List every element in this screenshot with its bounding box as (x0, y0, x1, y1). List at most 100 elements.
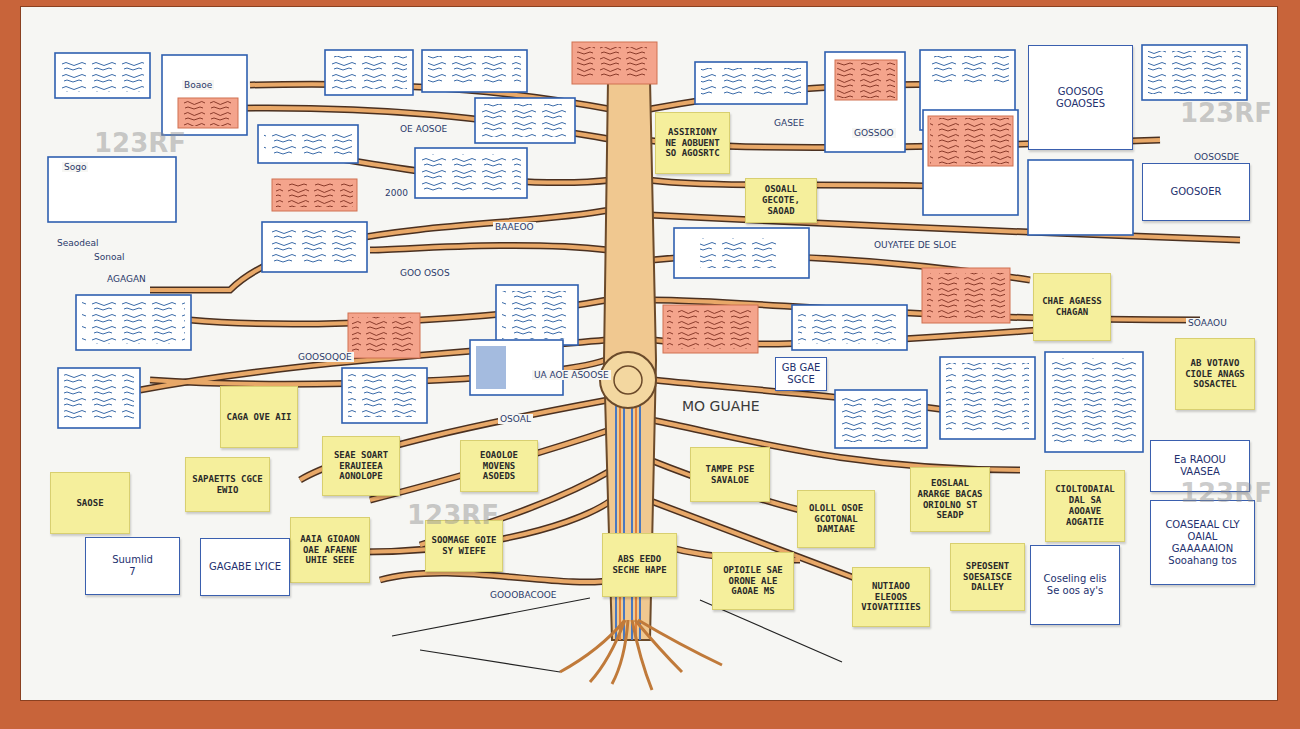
handwritten-label: GASEE (772, 118, 806, 128)
handwritten-label: 2000 (383, 188, 410, 198)
sketch (421, 154, 521, 192)
watermark: 123RF (1178, 98, 1274, 128)
sketch-card (922, 268, 1010, 323)
sticky-note: SEAE SOART ERAUIEEA AONOLOPE (322, 436, 400, 496)
card: Coseling elisSe oos ay's (1030, 545, 1120, 625)
sketch-card (674, 228, 809, 278)
sketch-card (422, 50, 527, 92)
sketch (946, 363, 1029, 433)
sticky-note: AB VOTAVO CIOLE ANAGS SOSACTEL (1175, 338, 1255, 410)
sketch (667, 309, 754, 349)
sketch-card (663, 305, 758, 353)
handwritten-label: GOO OSOS (398, 268, 452, 278)
note-text: SAOSE (76, 498, 103, 509)
sketch (352, 317, 416, 354)
sticky-note: SAPAETTS CGCE EWIO (185, 457, 270, 512)
sketch-card (325, 50, 413, 95)
sketch (264, 131, 352, 157)
handwritten-label: SOAAOU (1186, 318, 1229, 328)
card: Suumlid7 (85, 537, 180, 595)
sketch-card (1045, 352, 1143, 452)
handwritten-label: AGAGAN (105, 274, 148, 284)
blank-card (48, 157, 176, 222)
note-text: OPIOILE SAE ORONE ALE GAOAE MS (718, 565, 788, 597)
trunk-knot (600, 352, 656, 408)
watermark: 123RF (1178, 478, 1274, 508)
sketch (481, 104, 569, 137)
note-text: CAGA OVE AII (226, 412, 291, 423)
note-text: ABS EEDO SECHE HAPE (608, 554, 671, 576)
sketch (1051, 358, 1137, 446)
note-text: EOAOLOE MOVENS ASOEDS (466, 450, 532, 482)
handwritten-label: OUYATEE DE SLOE (872, 240, 958, 250)
note-text: SOOMAGE GOIE SY WIEFE (431, 535, 497, 557)
watermark: 123RF (405, 500, 501, 530)
sketch (930, 118, 1011, 164)
sticky-note: ASSIRIONY NE AOBUENT SO AGOSRTC (655, 112, 730, 174)
sketch (476, 346, 506, 389)
handwritten-label: OOSOSDE (1192, 152, 1241, 162)
sticky-note: NUTIAOO ELEOOS VIOVATIIIES (852, 567, 930, 627)
handwritten-label: BAAEOO (493, 222, 536, 232)
note-text: OSOALL GECOTE, SAOAD (751, 184, 811, 216)
sketch-card (572, 42, 657, 84)
note-text: SAPAETTS CGCE EWIO (191, 474, 264, 496)
blank-card (1028, 160, 1133, 235)
trunk-stripes (620, 400, 636, 640)
sketch-note (178, 98, 238, 128)
handwritten-label: GOSSOO (852, 128, 896, 138)
sketch-card (792, 305, 907, 350)
sticky-note: OPIOILE SAE ORONE ALE GAOAE MS (712, 552, 794, 610)
note-text: AB VOTAVO CIOLE ANAGS SOSACTEL (1181, 358, 1249, 390)
sticky-note: SAOSE (50, 472, 130, 534)
note-text: OLOLL OSOE GCOTONAL DAMIAAE (803, 503, 869, 535)
note-text: CIOLTODAIAL DAL SA AOOAVE AOGATIE (1051, 484, 1119, 527)
sketch-card (695, 62, 807, 104)
note-text: Suumlid (112, 554, 153, 566)
note-text: CHAE AGAESS CHAGAN (1039, 296, 1105, 318)
note-text: GAGABE LYICE (209, 561, 281, 573)
sketch-card (342, 368, 427, 423)
sketch (841, 396, 921, 442)
watermark: 123RF (92, 128, 188, 158)
note-text: AAIA GIOAON OAE AFAENE UHIE SEEE (296, 534, 364, 566)
sticky-note: CHAE AGAESS CHAGAN (1033, 273, 1111, 341)
sketch-card (470, 340, 563, 395)
handwritten-label: Seaodeal (55, 238, 101, 248)
sticky-note: CAGA OVE AII (220, 386, 298, 448)
sketch (268, 228, 361, 266)
note-text: ASSIRIONY NE AOBUENT SO AGOSRTC (661, 127, 724, 159)
trunk-knot (614, 366, 642, 394)
sketch (927, 273, 1005, 318)
sketch-card (825, 52, 905, 152)
note-text: GB GAE SGCE (781, 362, 821, 386)
sketch (64, 374, 134, 422)
handwritten-label: GOOOBACOOE (488, 590, 559, 600)
sketch-card (76, 295, 191, 350)
handwritten-label: UA AOE ASOOSE (532, 370, 611, 380)
note-text: EOSLAAL ARARGE BACAS ORIOLNO ST SEADP (916, 478, 984, 521)
handwritten-label: Boaoe (182, 80, 214, 90)
sticky-note: TAMPE PSE SAVALOE (690, 447, 770, 502)
sticky-note: EOSLAAL ARARGE BACAS ORIOLNO ST SEADP (910, 467, 990, 532)
sketch (502, 291, 572, 339)
handwritten-label: OE AOSOE (398, 124, 449, 134)
sketch (926, 56, 1009, 86)
sketch-card (262, 222, 367, 272)
sketch (1148, 51, 1241, 94)
branch (140, 84, 1240, 582)
sketch-note (835, 60, 897, 100)
trunk-stripes (616, 400, 640, 640)
sketch-card (835, 390, 927, 448)
card: GOOSOER (1142, 163, 1250, 221)
sketch-card (162, 55, 247, 135)
note-text: GOOSOER (1171, 186, 1222, 198)
note-text: GOOSOG GOAOSES (1034, 86, 1127, 110)
note-text: Sooahang tos (1168, 555, 1236, 567)
handwritten-label: GOOSOQOE (296, 352, 354, 362)
sketch (577, 47, 652, 79)
sketch-card (940, 357, 1035, 439)
card: GOOSOG GOAOSES (1028, 45, 1133, 150)
handwritten-label: MO GUAHE (680, 398, 762, 414)
